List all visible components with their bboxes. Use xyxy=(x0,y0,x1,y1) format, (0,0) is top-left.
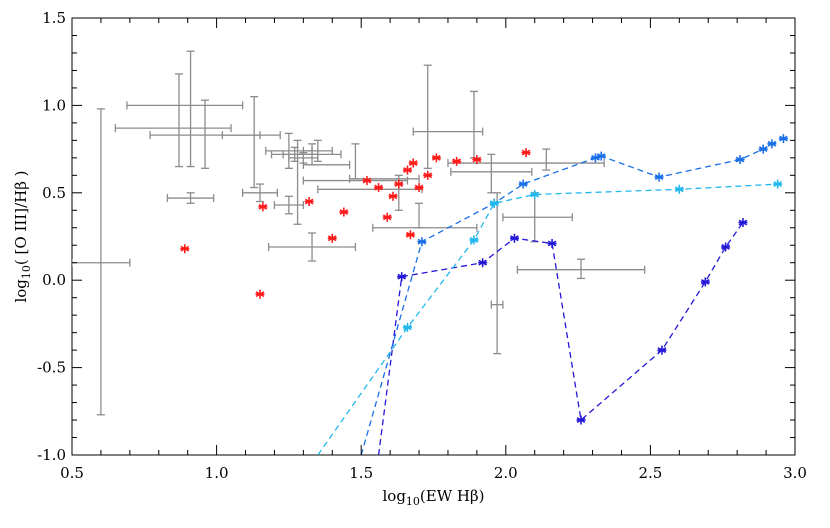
data-point xyxy=(388,191,398,201)
data-point xyxy=(452,156,462,166)
errorbar xyxy=(493,192,502,355)
data-point xyxy=(472,155,482,165)
y-axis-title: log10( [O III]/Hβ ) xyxy=(12,170,33,302)
plot-frame xyxy=(71,17,796,456)
model-point xyxy=(518,179,528,189)
errorbar xyxy=(372,223,478,232)
y-tick-label: -0.5 xyxy=(37,359,66,377)
errorbar xyxy=(351,143,360,180)
data-point xyxy=(180,244,190,254)
model-point xyxy=(657,345,667,355)
data-point xyxy=(431,153,441,163)
model-curve xyxy=(317,183,778,455)
errorbar xyxy=(302,160,351,169)
model-point xyxy=(700,277,710,287)
model-curve-layer xyxy=(317,138,784,455)
model-point xyxy=(576,415,586,425)
data-point xyxy=(405,230,415,240)
x-tick-label: 1.5 xyxy=(349,464,373,482)
errorbar xyxy=(487,153,496,194)
errorbar xyxy=(282,143,342,166)
model-curve xyxy=(377,222,744,455)
data-point xyxy=(339,207,349,217)
axis-ticks: 0.5 1.0 1.5 2.0 2.5 3.0 -1.0 -0.5 0.0 0.5 1.0 1.5 xyxy=(37,9,807,482)
errorbar xyxy=(502,213,573,222)
data-point xyxy=(521,148,531,158)
model-curve xyxy=(360,138,784,455)
errorbar xyxy=(126,101,244,110)
data-point xyxy=(362,176,372,186)
model-point xyxy=(721,242,731,252)
data-point xyxy=(402,165,412,175)
errorbar xyxy=(302,139,333,162)
model-point xyxy=(654,172,664,182)
data-point xyxy=(382,212,392,222)
model-point xyxy=(402,322,412,332)
errorbar xyxy=(516,258,646,280)
data-point xyxy=(304,197,314,207)
data-point xyxy=(255,289,265,299)
errorbar xyxy=(221,131,281,140)
errorbar xyxy=(348,174,420,183)
x-tick-label: 2.0 xyxy=(494,464,518,482)
model-point xyxy=(738,218,748,228)
data-point xyxy=(423,170,433,180)
x-axis-title: log10(EW Hβ) xyxy=(382,487,484,508)
errorbar xyxy=(317,185,423,194)
errorbar xyxy=(469,90,478,159)
model-point xyxy=(773,179,783,189)
data-point xyxy=(258,202,268,212)
errorbar xyxy=(302,176,409,185)
y-tick-label: 0.5 xyxy=(42,184,66,202)
data-point xyxy=(327,233,337,243)
y-tick-label: 1.0 xyxy=(42,96,66,114)
data-point xyxy=(408,158,418,168)
model-point xyxy=(547,238,557,248)
errorbar xyxy=(415,202,424,229)
red-point-layer xyxy=(180,134,788,425)
y-tick-label: 1.5 xyxy=(42,9,66,27)
errorbar xyxy=(273,195,305,215)
errorbar xyxy=(114,124,232,133)
model-point xyxy=(767,139,777,149)
data-point xyxy=(394,179,404,189)
errorbar xyxy=(175,73,184,168)
model-point xyxy=(478,258,488,268)
x-tick-label: 1.0 xyxy=(205,464,229,482)
errorbar xyxy=(412,127,484,136)
model-point xyxy=(758,144,768,154)
model-point xyxy=(778,134,788,144)
model-point xyxy=(509,233,519,243)
errorbar xyxy=(490,300,504,309)
y-tick-label: -1.0 xyxy=(37,446,66,464)
errorbar xyxy=(542,148,551,171)
model-point xyxy=(596,151,606,161)
x-tick-label: 0.5 xyxy=(60,464,84,482)
data-point xyxy=(374,183,384,193)
errorbar xyxy=(186,50,195,168)
model-point xyxy=(674,184,684,194)
model-point xyxy=(489,198,499,208)
errorbar xyxy=(149,99,261,169)
errorbar xyxy=(241,183,278,203)
model-point xyxy=(735,155,745,165)
x-tick-label: 3.0 xyxy=(783,464,807,482)
y-tick-label: 0.0 xyxy=(42,271,66,289)
errorbar xyxy=(166,192,215,204)
errorbar xyxy=(72,108,131,416)
errorbar xyxy=(447,159,605,168)
x-tick-label: 2.5 xyxy=(638,464,662,482)
errorbar xyxy=(268,232,357,262)
model-point xyxy=(417,237,427,247)
errorbar xyxy=(423,64,432,169)
data-point xyxy=(414,183,424,193)
errorbar-layer xyxy=(72,50,646,416)
model-point xyxy=(397,272,407,282)
errorbar xyxy=(250,96,259,189)
model-point xyxy=(530,190,540,200)
model-point xyxy=(469,235,479,245)
